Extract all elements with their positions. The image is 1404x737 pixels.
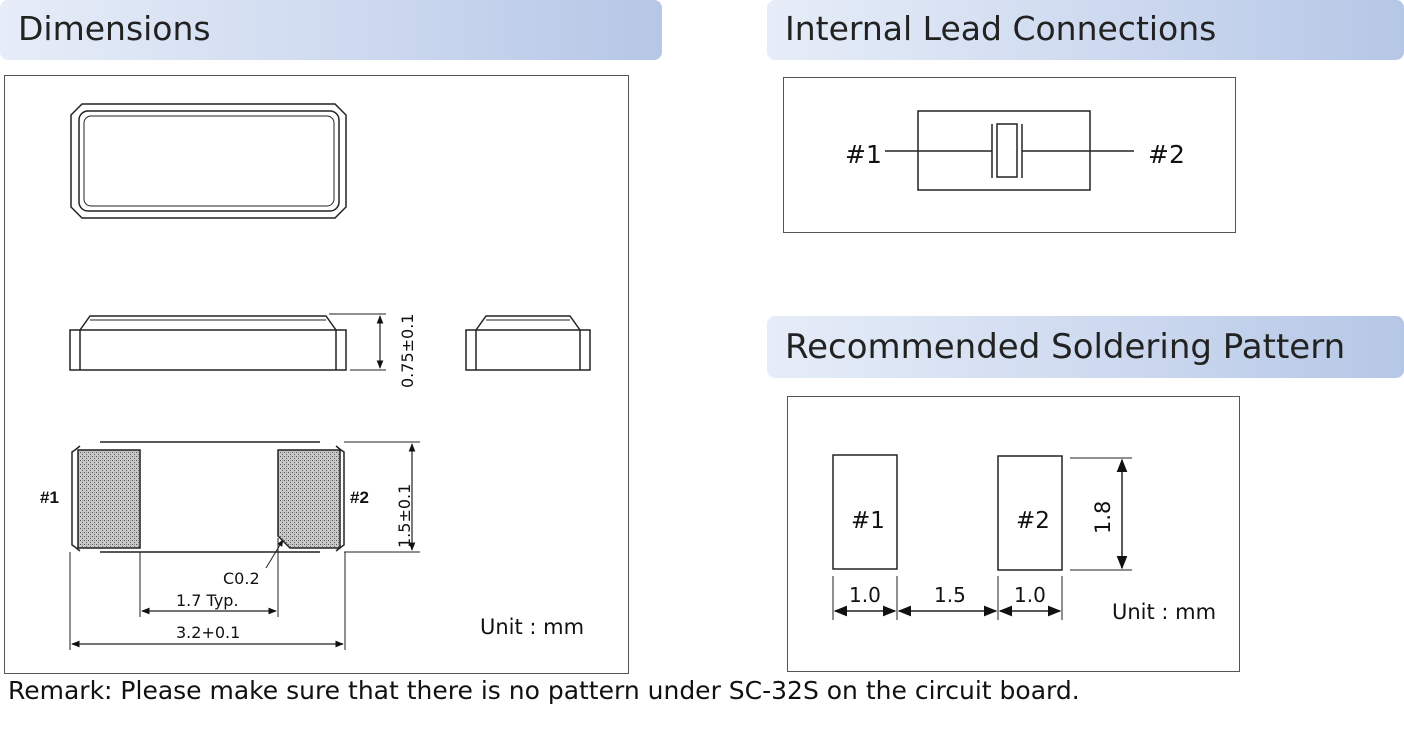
soldering-drawing xyxy=(832,454,1132,620)
width-dimension-label: 1.5±0.1 xyxy=(395,484,414,548)
dimensions-header: Dimensions xyxy=(0,0,662,60)
internal-lead-connections-header: Internal Lead Connections xyxy=(767,0,1404,60)
side-view xyxy=(69,313,386,371)
height-dimension-label: 0.75±0.1 xyxy=(398,314,417,388)
pitch-label: 1.7 Typ. xyxy=(176,591,239,610)
remark-text: Remark: Please make sure that there is n… xyxy=(8,676,1080,705)
dimensions-unit-label: Unit : mm xyxy=(480,615,584,639)
pad-2 xyxy=(997,455,1063,571)
bottom-view xyxy=(69,441,420,650)
pad-1 xyxy=(832,454,898,570)
top-view xyxy=(70,103,347,219)
pad-gap-label: 1.5 xyxy=(934,583,966,607)
pad1-width-label: 1.0 xyxy=(849,583,881,607)
dimensions-panel xyxy=(4,75,629,674)
crystal-symbol xyxy=(885,110,1134,191)
internal-lead-panel xyxy=(783,77,1236,233)
chamfer-label: C0.2 xyxy=(223,569,260,588)
pad2-label: #2 xyxy=(1016,508,1050,534)
pad1-label: #1 xyxy=(851,508,885,534)
soldering-unit-label: Unit : mm xyxy=(1112,600,1216,624)
pin2-label-bottom-view: #2 xyxy=(350,488,369,507)
pad-height-label: 1.8 xyxy=(1091,501,1115,534)
internal-pin2-label: #2 xyxy=(1148,140,1185,169)
internal-pin1-label: #1 xyxy=(845,140,882,169)
length-label: 3.2+0.1 xyxy=(176,623,240,642)
pad2-width-label: 1.0 xyxy=(1014,583,1046,607)
end-view xyxy=(465,315,591,371)
pin1-label-bottom-view: #1 xyxy=(40,488,59,507)
soldering-panel xyxy=(787,396,1240,672)
recommended-soldering-pattern-header: Recommended Soldering Pattern xyxy=(767,316,1404,378)
